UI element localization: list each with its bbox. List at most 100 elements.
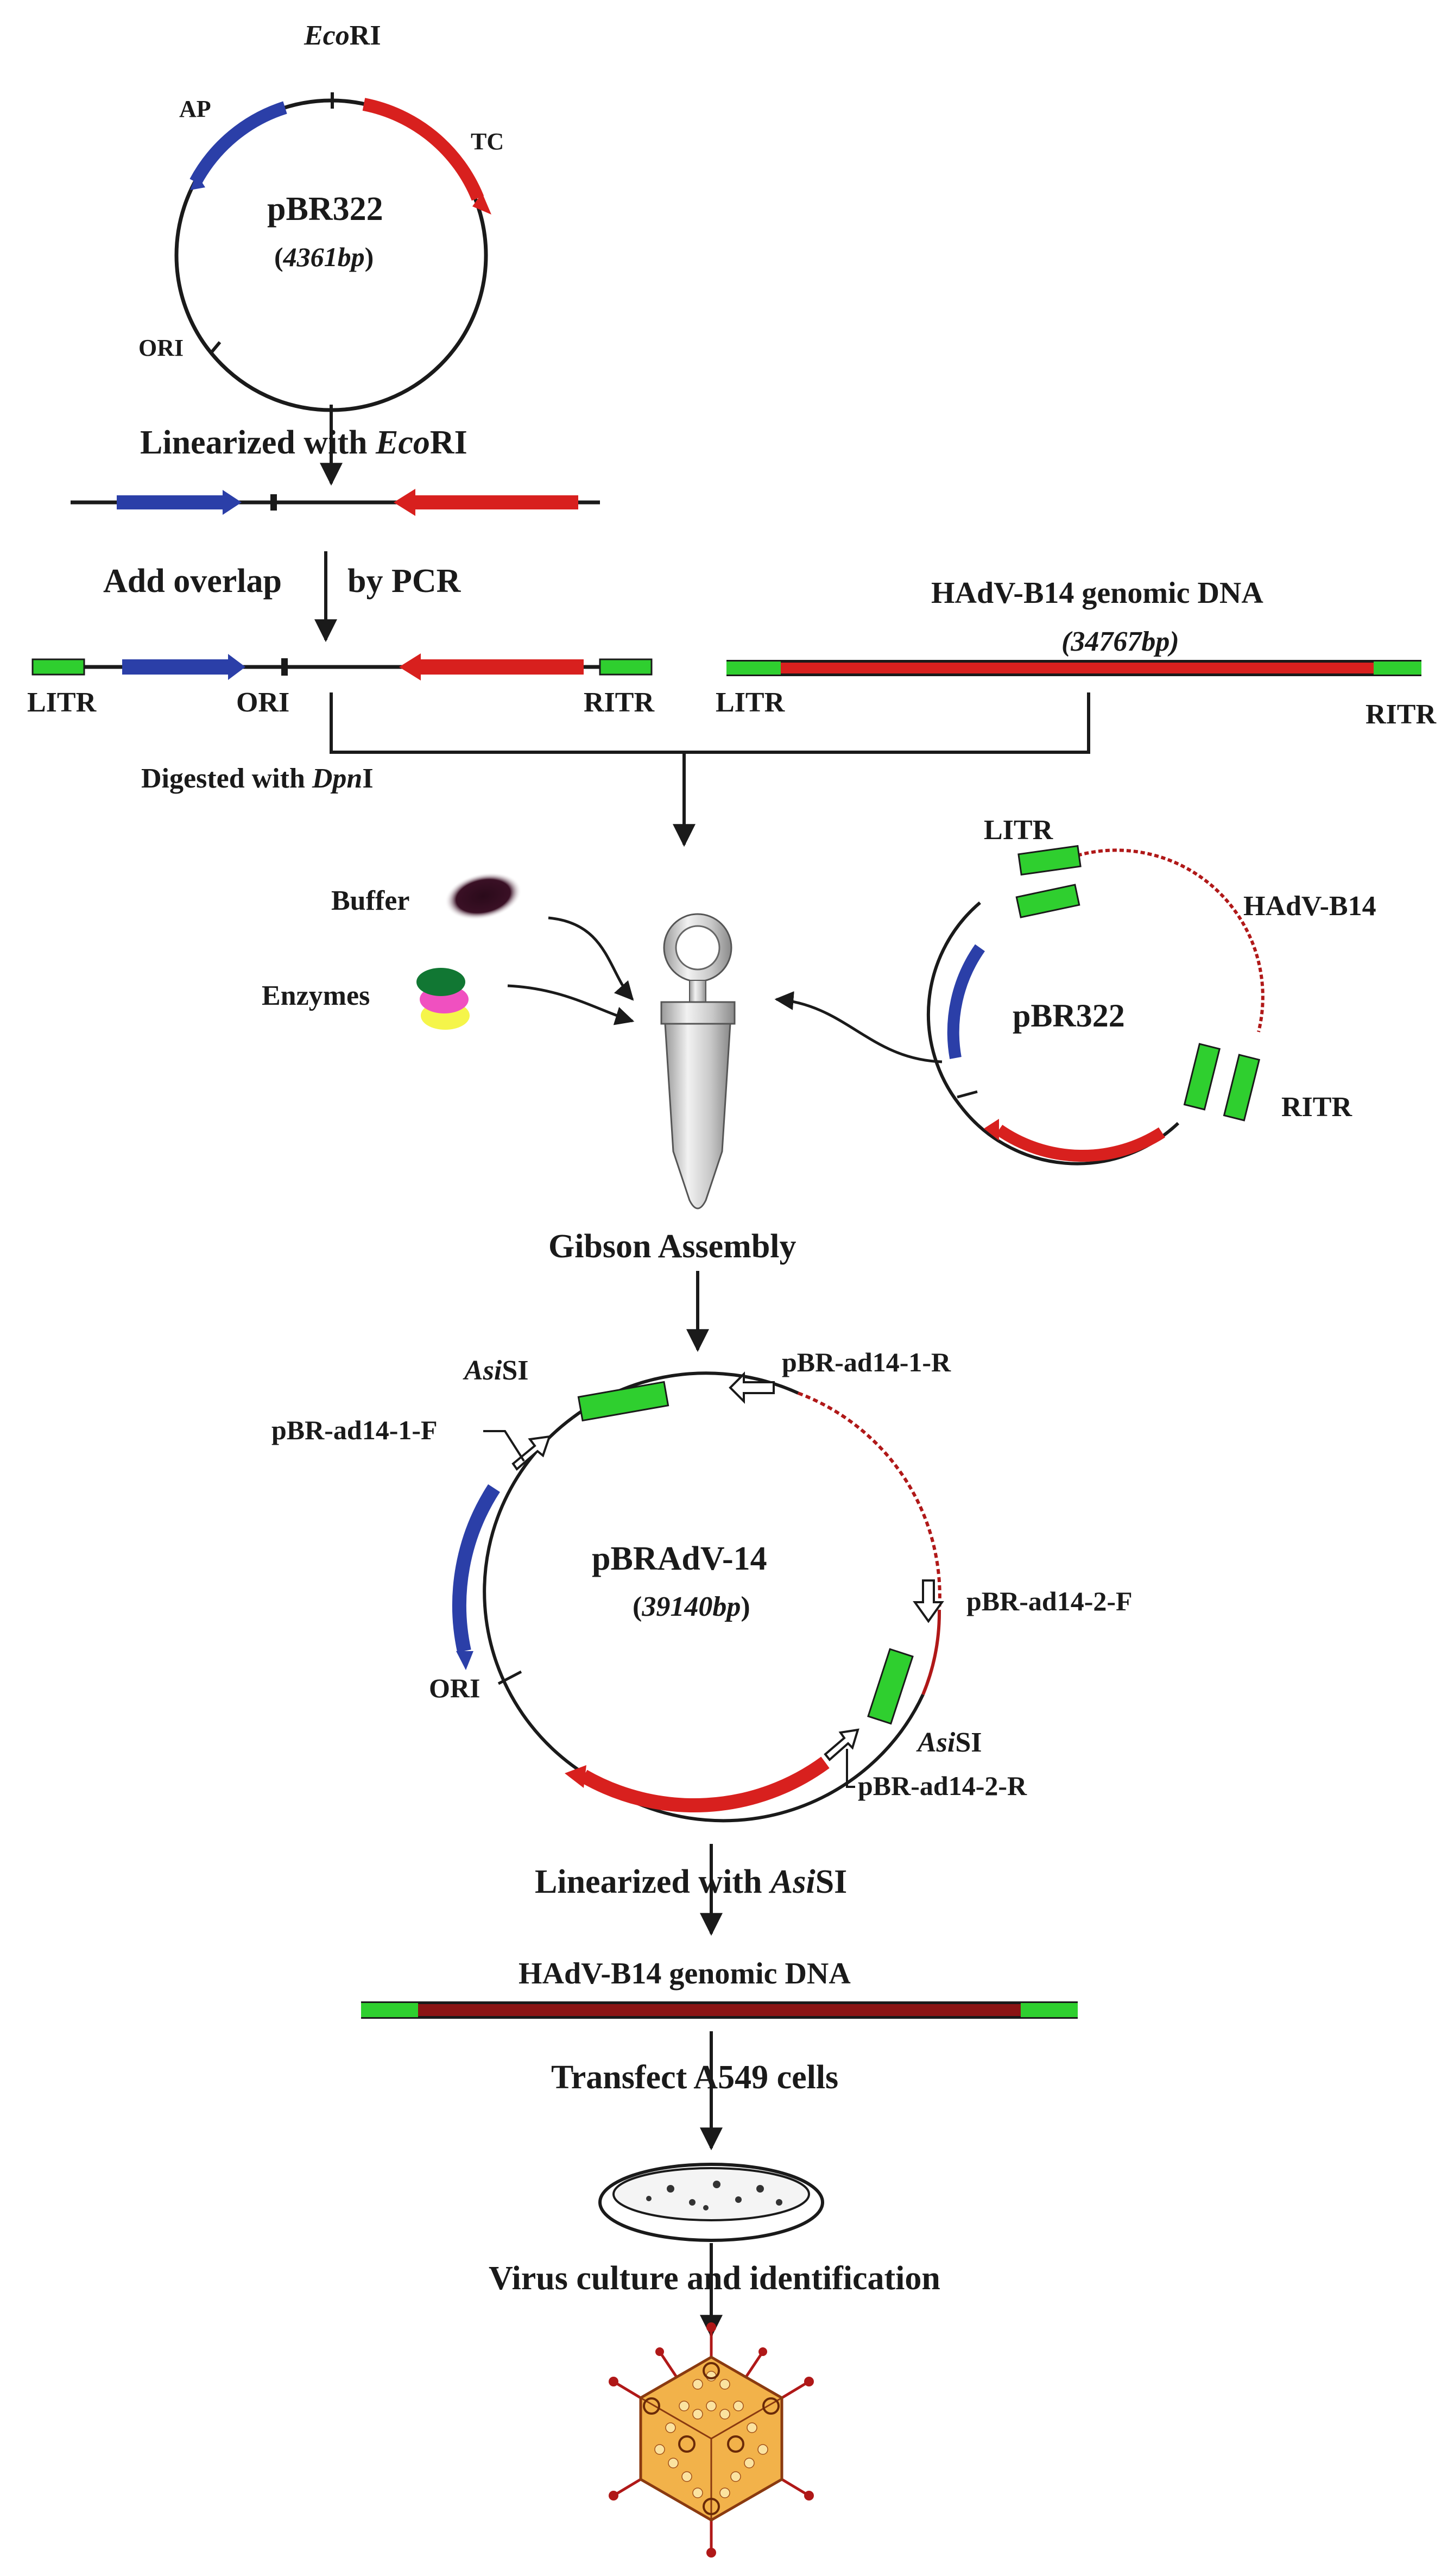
merge-bracket bbox=[330, 692, 1090, 754]
primer-2r-arrow bbox=[824, 1728, 859, 1761]
arrow-components-to-tube bbox=[774, 991, 943, 1063]
tc-gene bbox=[362, 98, 484, 201]
step-add-overlap: Add overlap bbox=[103, 563, 282, 600]
plasmid-3-name: pBRAdV-14 bbox=[592, 1540, 767, 1577]
genomic-dna-title: HAdV-B14 genomic DNA bbox=[931, 576, 1263, 610]
ori-tick-2 bbox=[957, 1090, 978, 1099]
hadv-segment bbox=[1063, 848, 1265, 1032]
tube-body bbox=[664, 1023, 731, 1210]
primer-1r-label: pBR-ad14-1-R bbox=[782, 1347, 951, 1377]
litr-block-b bbox=[1015, 884, 1080, 918]
ori-label-fragment: ORI bbox=[236, 687, 289, 718]
litr-overlap bbox=[31, 658, 85, 676]
buffer-label: Buffer bbox=[331, 885, 409, 916]
plasmid-size: (4361bp) bbox=[274, 242, 374, 272]
ap-arrowhead-fragment bbox=[228, 654, 245, 680]
tc-gene-linear bbox=[415, 495, 578, 509]
ecori-label: EcoRI bbox=[304, 20, 381, 51]
tc-arrowhead-fragment bbox=[399, 653, 421, 681]
genome-body bbox=[726, 663, 1421, 673]
asisi-bottom-label: AsiSI bbox=[916, 1727, 982, 1758]
linearized-pbr322 bbox=[71, 489, 600, 516]
step-digest-dpni: Digested with DpnI bbox=[141, 763, 374, 794]
adenovirus-particle-icon bbox=[609, 2322, 814, 2558]
tube-rim bbox=[660, 1001, 736, 1025]
arrow-buffer bbox=[548, 916, 634, 1001]
hadv-genomic-dna-2: HAdV-B14 genomic DNA bbox=[361, 1957, 1078, 2019]
ori-label-3: ORI bbox=[429, 1673, 480, 1703]
ap-gene bbox=[189, 101, 287, 185]
ritr-label: RITR bbox=[584, 687, 655, 718]
eppendorf-tube bbox=[660, 913, 736, 1210]
litr-block-a bbox=[1017, 845, 1082, 876]
genome-ritr-label: RITR bbox=[1366, 699, 1437, 730]
genome-body-2 bbox=[361, 2004, 1078, 2016]
hadv-genomic-dna-1: HAdV-B14 genomic DNA (34767bp) LITR RITR bbox=[716, 576, 1437, 730]
primer-2f-label: pBR-ad14-2-F bbox=[966, 1586, 1133, 1616]
hadv-label-2: HAdV-B14 bbox=[1243, 891, 1376, 922]
ritr-block-b bbox=[1223, 1054, 1261, 1122]
plasmid-3-size: (39140bp) bbox=[633, 1591, 750, 1622]
genome-ritr-2 bbox=[1021, 2003, 1078, 2017]
ori-mark-fragment bbox=[281, 658, 288, 676]
tc-gene-3 bbox=[580, 1756, 830, 1813]
step-transfect: Transfect A549 cells bbox=[551, 2059, 838, 2096]
hadv-segment-3 bbox=[797, 1391, 941, 1611]
tc-arrowhead-linear bbox=[394, 489, 415, 516]
genome-litr bbox=[726, 662, 781, 675]
tc-arrowhead bbox=[472, 193, 491, 215]
ritr-block-3 bbox=[867, 1648, 914, 1725]
pbr322-label-2: pBR322 bbox=[1013, 998, 1125, 1034]
petri-dish bbox=[598, 2163, 824, 2242]
genome-litr-label: LITR bbox=[716, 687, 786, 718]
backbone-left bbox=[926, 901, 981, 1106]
ori-tick bbox=[210, 341, 222, 353]
ap-gene-2 bbox=[947, 944, 985, 1059]
reagents: Buffer Enzymes bbox=[262, 872, 635, 1030]
step-gibson-assembly: Gibson Assembly bbox=[548, 1228, 796, 1265]
genome-litr-2 bbox=[361, 2003, 418, 2017]
step-virus-culture: Virus culture and identification bbox=[489, 2260, 940, 2297]
ap-gene-fragment bbox=[122, 659, 228, 675]
step-linearize-ecori: Linearized with EcoRI bbox=[140, 424, 467, 461]
buffer-drop bbox=[445, 872, 522, 920]
primer-1f-label: pBR-ad14-1-F bbox=[271, 1415, 438, 1445]
assembly-components-map: LITR HAdV-B14 pBR322 RITR bbox=[774, 815, 1376, 1166]
arrow-enzymes bbox=[507, 984, 635, 1025]
ori-label: ORI bbox=[138, 335, 184, 361]
pcr-fragment: LITR ORI RITR bbox=[27, 653, 655, 718]
ritr-overlap bbox=[599, 658, 653, 676]
tc-gene-fragment bbox=[421, 659, 584, 675]
primer-2r-label: pBR-ad14-2-R bbox=[858, 1771, 1027, 1801]
primer-1r-arrow bbox=[729, 1371, 775, 1404]
asisi-top-label: AsiSI bbox=[463, 1355, 529, 1386]
tube-hinge bbox=[689, 980, 706, 1003]
tc-label: TC bbox=[471, 128, 504, 155]
litr-block-3 bbox=[577, 1381, 669, 1422]
genomic-dna-title-2: HAdV-B14 genomic DNA bbox=[519, 1957, 851, 1991]
plasmid-pbradv14-map: AsiSI pBR-ad14-1-R pBR-ad14-1-F pBRAdV-1… bbox=[271, 1347, 1133, 1823]
plasmid-pbr322-map: EcoRI AP TC ORI pBR322 (4361bp) bbox=[138, 20, 504, 412]
tc-gene-2 bbox=[995, 1124, 1165, 1162]
enzymes-label: Enzymes bbox=[262, 980, 370, 1011]
genome-ritr bbox=[1374, 662, 1421, 675]
genomic-dna-size: (34767bp) bbox=[1061, 626, 1179, 657]
enzyme-green bbox=[416, 968, 465, 996]
ap-arrowhead bbox=[190, 174, 205, 190]
ap-arrowhead-linear bbox=[223, 490, 242, 515]
primer-1f-arrow bbox=[511, 1435, 551, 1471]
ap-gene-linear bbox=[117, 495, 223, 509]
step-by-pcr: by PCR bbox=[347, 563, 462, 600]
step-linearize-asisi: Linearized with AsiSI bbox=[535, 1863, 847, 1900]
ap-label: AP bbox=[179, 96, 211, 122]
plasmid-name: pBR322 bbox=[267, 191, 383, 228]
primer-2f-arrow bbox=[913, 1579, 944, 1623]
ori-mark-linear bbox=[270, 494, 277, 511]
ritr-block-a bbox=[1183, 1043, 1221, 1111]
litr-label: LITR bbox=[27, 687, 97, 718]
ap-gene-3 bbox=[452, 1484, 500, 1653]
ritr-label-2: RITR bbox=[1281, 1092, 1352, 1123]
ori-tick-3 bbox=[497, 1670, 522, 1685]
litr-label-2: LITR bbox=[984, 815, 1054, 846]
